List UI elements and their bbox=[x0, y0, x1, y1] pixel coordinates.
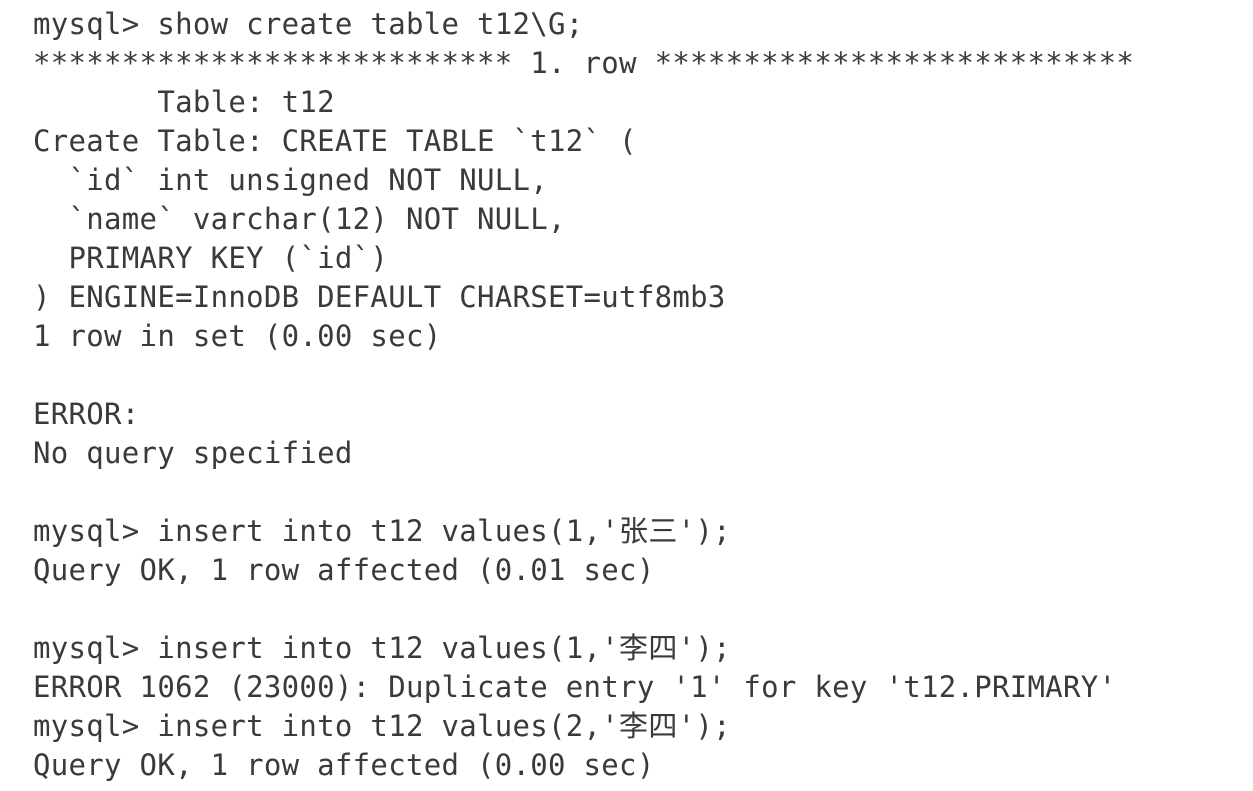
terminal-line: mysql> insert into t12 values(1,'张三'); bbox=[33, 514, 731, 548]
terminal-line: No query specified bbox=[33, 436, 353, 470]
terminal-line bbox=[33, 590, 1253, 629]
terminal-line bbox=[33, 473, 1253, 512]
terminal-line: mysql> insert into t12 values(1,'李四'); bbox=[33, 631, 731, 665]
terminal-line: `id` int unsigned NOT NULL, bbox=[33, 163, 549, 197]
terminal-line: ERROR 1062 (23000): Duplicate entry '1' … bbox=[33, 670, 1117, 704]
terminal-line: Table: t12 bbox=[33, 85, 335, 119]
terminal-line: Create Table: CREATE TABLE `t12` ( bbox=[33, 124, 637, 158]
terminal-line: ERROR: bbox=[33, 397, 158, 431]
terminal-line: *************************** 1. row *****… bbox=[33, 46, 1135, 80]
terminal-line: mysql> insert into t12 values(2,'李四'); bbox=[33, 709, 731, 743]
terminal-line: Query OK, 1 row affected (0.00 sec) bbox=[33, 748, 655, 782]
terminal-line: PRIMARY KEY (`id`) bbox=[33, 241, 389, 275]
terminal-line: `name` varchar(12) NOT NULL, bbox=[33, 202, 566, 236]
terminal-line: mysql> show create table t12\G; bbox=[33, 7, 584, 41]
terminal-line: 1 row in set (0.00 sec) bbox=[33, 319, 442, 353]
terminal-line: Query OK, 1 row affected (0.01 sec) bbox=[33, 553, 655, 587]
terminal-line bbox=[33, 356, 1253, 395]
terminal-line: ) ENGINE=InnoDB DEFAULT CHARSET=utf8mb3 bbox=[33, 280, 726, 314]
